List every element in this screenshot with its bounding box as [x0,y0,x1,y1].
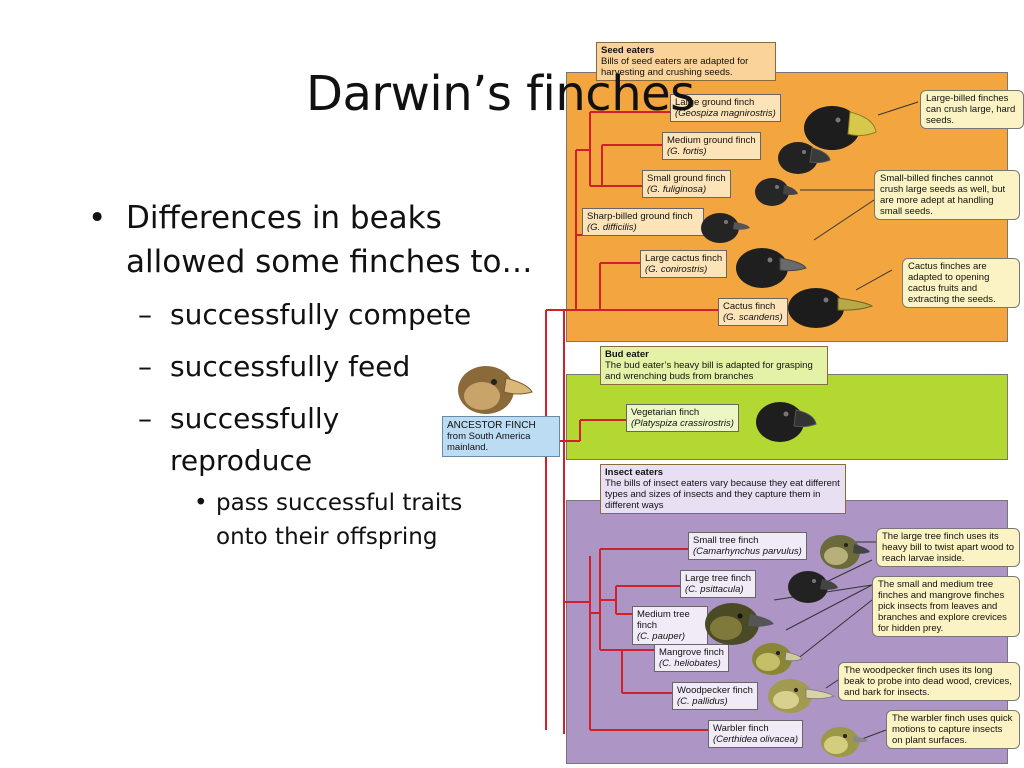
seed-eaters-description: Bills of seed eaters are adapted for har… [601,56,749,78]
insect-eaters-header: Insect eaters The bills of insect eaters… [600,464,846,514]
ancestor-finch-bird-icon [454,358,534,418]
ancestor-title: ANCESTOR FINCH [447,420,536,431]
finch-phylogeny-diagram: Seed eaters Bills of seed eaters are ada… [440,40,1024,768]
bullet-text: pass successful traits onto their offspr… [216,490,463,550]
finch-label: Medium ground finch (G. fortis) [662,132,761,160]
bud-eater-title: Bud eater [605,349,649,360]
finch-label: Large ground finch (Geospiza magnirostri… [670,94,781,122]
insect-note: The warbler finch uses quick motions to … [886,710,1020,749]
bullet-level-2: successfully feed [138,346,546,388]
seed-note: Cactus finches are adapted to opening ca… [902,258,1020,308]
bullet-level-1: Differences in beaks allowed some finche… [86,196,546,284]
finch-label: Small tree finch (Camarhynchus parvulus) [688,532,807,560]
finch-bird-icon [786,278,876,330]
insect-eaters-description: The bills of insect eaters vary because … [605,478,840,511]
bullet-list: Differences in beaks allowed some finche… [86,196,546,554]
ancestor-text: from South America mainland. [447,431,531,453]
finch-label: Cactus finch (G. scandens) [718,298,788,326]
bullet-level-2: successfully reproduce [138,398,400,482]
bud-eater-header: Bud eater The bud eater’s heavy bill is … [600,346,828,385]
finch-bird-icon [750,638,806,678]
finch-label: Woodpecker finch (C. pallidus) [672,682,758,710]
insect-eaters-title: Insect eaters [605,467,664,478]
slide-title: Darwin’s finches [306,66,695,122]
insect-note: The woodpecker finch uses its long beak … [838,662,1020,701]
finch-label: Warbler finch (Certhidea olivacea) [708,720,804,748]
seed-eaters-header: Seed eaters Bills of seed eaters are ada… [596,42,776,81]
bullet-level-2: successfully compete [138,294,546,336]
finch-label: Mangrove finch (C. heliobates) [654,644,729,672]
finch-bird-icon [818,720,872,760]
bullet-text: successfully feed [170,350,411,383]
bullet-text: successfully compete [170,298,472,331]
insect-note: The small and medium tree finches and ma… [872,576,1020,637]
finch-label: Large tree finch (C. psittacula) [680,570,757,598]
finch-label: Small ground finch (G. fuliginosa) [642,170,731,198]
bullet-level-3: pass successful traits onto their offspr… [192,486,516,554]
finch-bird-icon [698,208,752,244]
finch-label: Medium tree finch (C. pauper) [632,606,708,645]
finch-label: Sharp-billed ground finch (G. difficilis… [582,208,704,236]
finch-bird-icon [766,674,838,716]
finch-bird-icon [776,136,834,176]
finch-label: Large cactus finch (G. conirostris) [640,250,728,278]
bud-eater-description: The bud eater’s heavy bill is adapted fo… [605,360,813,382]
bullet-text: successfully reproduce [170,402,340,477]
finch-bird-icon [786,566,842,606]
finch-label: Vegetarian finch (Platyspiza crassirostr… [626,404,739,432]
finch-bird-icon [754,174,802,208]
seed-note: Large-billed finches can crush large, ha… [920,90,1024,129]
ancestor-finch-box: ANCESTOR FINCH from South America mainla… [442,416,560,457]
seed-eaters-title: Seed eaters [601,45,655,56]
finch-bird-icon [754,396,820,444]
finch-bird-icon [802,98,882,152]
finch-bird-icon [734,240,810,290]
insect-note: The large tree finch uses its heavy bill… [876,528,1020,567]
bullet-text: Differences in beaks allowed some finche… [126,200,533,280]
seed-note: Small-billed finches cannot crush large … [874,170,1020,220]
finch-bird-icon [702,596,778,648]
